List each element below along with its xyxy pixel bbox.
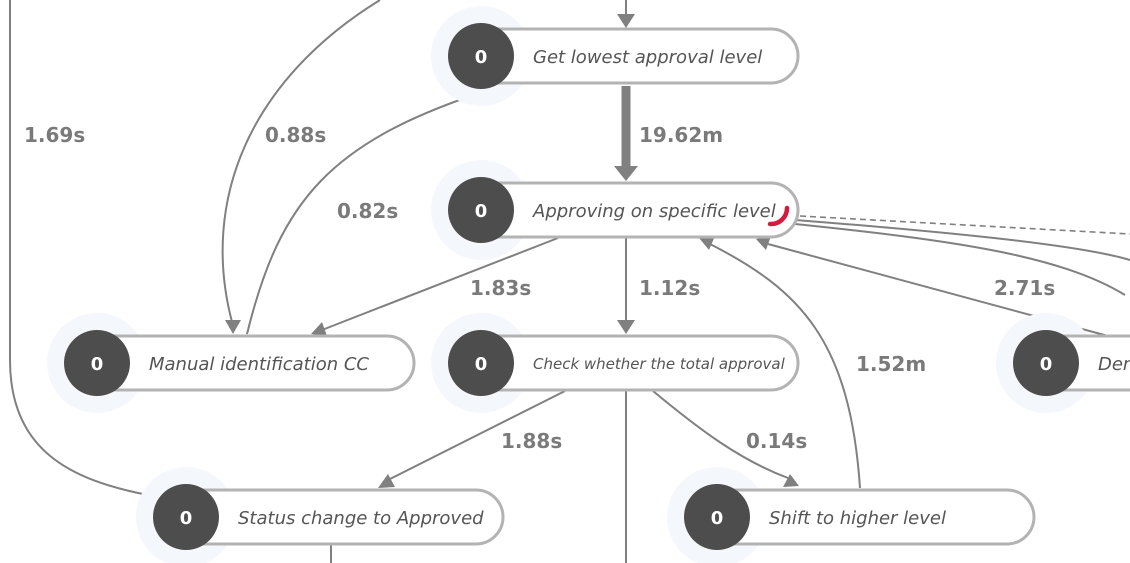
- node-count: 0: [91, 354, 104, 375]
- node-label: Get lowest approval level: [533, 47, 762, 68]
- edge-label-188: 1.88s: [501, 429, 562, 453]
- edge-label-082: 0.82s: [337, 199, 398, 223]
- arrowhead: [614, 166, 638, 181]
- count-badge: [64, 330, 130, 396]
- edge-shift-to-approving-152[interactable]: [709, 243, 861, 489]
- edge-label-183: 1.83s: [470, 276, 531, 300]
- node-approving-on-specific-level[interactable]: 0 Approving on specific level: [431, 160, 800, 260]
- count-badge: [448, 23, 514, 89]
- node-count: 0: [1040, 354, 1053, 375]
- count-badge: [684, 484, 750, 550]
- edge-labels: 1.69s 0.88s 0.82s 19.62m 1.83s 1.12s 2.7…: [24, 123, 1055, 453]
- node-label: Check whether the total approval: [533, 355, 786, 373]
- arrowhead: [617, 14, 635, 28]
- arrowhead: [311, 322, 327, 336]
- node-label: Shift to higher level: [769, 508, 946, 529]
- node-den-partial[interactable]: 0 Den: [996, 313, 1130, 413]
- count-badge: [1013, 330, 1079, 396]
- edge-label-1962: 19.62m: [639, 123, 723, 147]
- node-label: Manual identification CC: [149, 354, 369, 375]
- node-count: 0: [180, 508, 193, 529]
- arrowhead: [617, 320, 635, 334]
- node-label: Den: [1098, 354, 1130, 375]
- node-count: 0: [475, 201, 488, 222]
- count-badge: [448, 177, 514, 243]
- count-badge: [153, 484, 219, 550]
- node-check-whether-total-approval[interactable]: 0 Check whether the total approval: [431, 313, 800, 413]
- node-manual-identification-cc[interactable]: 0 Manual identification CC: [47, 313, 416, 413]
- loading-spinner-icon: [767, 205, 790, 227]
- edge-dashed-right[interactable]: [799, 215, 1130, 235]
- edge-approving-to-right-1[interactable]: [794, 219, 1130, 261]
- edge-approving-to-right-2[interactable]: [794, 223, 1126, 296]
- node-shift-to-higher-level[interactable]: 0 Shift to higher level: [667, 467, 1036, 563]
- node-get-lowest-approval-level[interactable]: 0 Get lowest approval level: [431, 6, 800, 106]
- node-label: Approving on specific level: [532, 201, 776, 222]
- node-count: 0: [475, 47, 488, 68]
- node-label: Status change to Approved: [238, 508, 484, 529]
- arrowhead: [378, 474, 395, 488]
- edge-top-088[interactable]: [221, 0, 381, 323]
- edge-label-088: 0.88s: [265, 123, 326, 147]
- edge-left-169[interactable]: [9, 0, 149, 496]
- arrowhead: [699, 236, 715, 250]
- edge-manual-to-get-082[interactable]: [246, 87, 496, 335]
- edge-label-271: 2.71s: [994, 276, 1055, 300]
- node-status-change-to-approved[interactable]: 0 Status change to Approved: [136, 467, 505, 563]
- edge-approving-to-manual-183[interactable]: [321, 237, 559, 331]
- nodes: 0 Get lowest approval level 0 Approving …: [47, 6, 1130, 563]
- node-count: 0: [711, 508, 724, 529]
- arrowhead: [225, 320, 241, 334]
- edge-label-112: 1.12s: [639, 276, 700, 300]
- count-badge: [448, 330, 514, 396]
- edge-label-152: 1.52m: [856, 352, 926, 376]
- edge-check-to-shift-014[interactable]: [652, 390, 789, 479]
- arrowhead: [783, 474, 799, 487]
- arrowhead: [756, 236, 771, 250]
- edge-check-to-status-188[interactable]: [387, 390, 566, 481]
- edge-label-014: 0.14s: [746, 429, 807, 453]
- edge-label-169: 1.69s: [24, 123, 85, 147]
- node-count: 0: [475, 354, 488, 375]
